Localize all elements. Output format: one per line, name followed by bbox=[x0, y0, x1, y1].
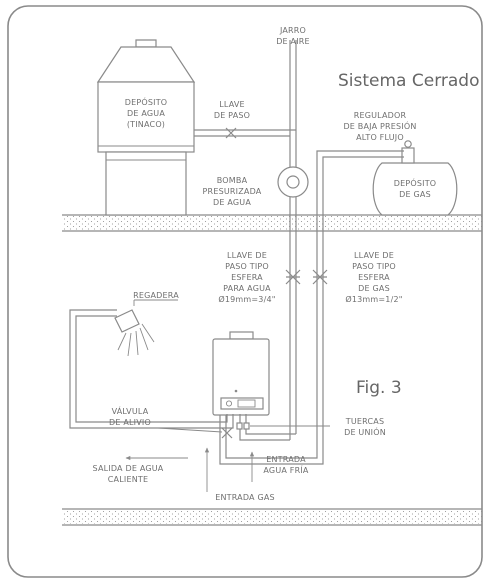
hot-water-label-2: CALIENTE bbox=[108, 475, 148, 484]
union-nuts-label-2: DE UNIÓN bbox=[344, 426, 386, 437]
pump-label-1: BOMBA bbox=[217, 176, 248, 185]
diagram-title: Sistema Cerrado bbox=[338, 71, 480, 91]
gas-tank-label-2: DE GAS bbox=[399, 190, 431, 199]
tank-label-1: DEPÓSITO bbox=[125, 96, 168, 107]
tank-outlet-pipe bbox=[194, 129, 296, 137]
cold-water-label-1: ENTRADA bbox=[266, 455, 306, 464]
ground-upper bbox=[62, 214, 482, 232]
regulator-symbol bbox=[404, 140, 412, 148]
water-valve-label-2: PASO TIPO bbox=[225, 262, 269, 271]
regulator-label-3: ALTO FLUJO bbox=[356, 133, 404, 142]
water-valve-label-4: PARA AGUA bbox=[223, 284, 271, 293]
pump-label-2: PRESURIZADA bbox=[203, 187, 262, 196]
figure-label: Fig. 3 bbox=[356, 378, 402, 398]
cold-water-label-2: AGUA FRÍA bbox=[263, 464, 309, 475]
diagram-frame bbox=[7, 5, 483, 578]
water-tank bbox=[96, 39, 196, 216]
water-valve-label-5: Ø19mm=3/4" bbox=[218, 294, 275, 304]
shower-label: REGADERA bbox=[133, 291, 179, 300]
pressure-pump bbox=[277, 130, 309, 198]
hot-water-label-1: SALIDA DE AGUA bbox=[93, 464, 164, 473]
gas-pipe bbox=[219, 150, 404, 465]
gas-ball-valve-symbol bbox=[312, 269, 328, 285]
regulator-label-2: DE BAJA PRESIÓN bbox=[343, 120, 416, 131]
gas-tank-label-1: DEPÓSITO bbox=[394, 177, 437, 188]
gate-valve-label-1: LLAVE bbox=[219, 100, 245, 109]
air-vent-label-2: DE AIRE bbox=[276, 37, 310, 46]
tank-label-2: DE AGUA bbox=[127, 109, 165, 118]
shower-head bbox=[114, 309, 155, 357]
gas-valve-label-2: PASO TIPO bbox=[352, 262, 396, 271]
gate-valve-symbol bbox=[225, 127, 237, 139]
union-nuts bbox=[236, 422, 330, 430]
gas-valve-label-5: Ø13mm=1/2" bbox=[345, 294, 402, 304]
relief-valve-label-2: DE ALIVIO bbox=[109, 418, 151, 427]
gas-valve-label-4: DE GAS bbox=[358, 284, 390, 293]
relief-valve-label-1: VÁLVULA bbox=[112, 405, 149, 416]
ground-lower bbox=[62, 508, 482, 526]
hot-water-pipe bbox=[69, 309, 234, 429]
gas-in-label: ENTRADA GAS bbox=[215, 493, 275, 502]
water-valve-label-1: LLAVE DE bbox=[227, 251, 267, 260]
tank-label-3: (TINACO) bbox=[127, 120, 165, 129]
relief-valve-symbol bbox=[221, 427, 233, 439]
gate-valve-label-2: DE PASO bbox=[214, 111, 250, 120]
gas-tank bbox=[372, 147, 458, 216]
air-vent-label-1: JARRO bbox=[279, 26, 306, 35]
gas-valve-label-1: LLAVE DE bbox=[354, 251, 394, 260]
water-main-pipe bbox=[289, 40, 297, 440]
water-ball-valve-symbol bbox=[285, 269, 301, 285]
relief-valve-leader bbox=[157, 427, 223, 433]
gas-valve-label-3: ESFERA bbox=[358, 273, 390, 282]
water-heater bbox=[212, 331, 270, 416]
water-valve-label-3: ESFERA bbox=[231, 273, 263, 282]
regulator-label-1: REGULADOR bbox=[354, 111, 407, 120]
union-nuts-label-1: TUERCAS bbox=[345, 417, 385, 426]
pump-label-3: DE AGUA bbox=[213, 198, 251, 207]
